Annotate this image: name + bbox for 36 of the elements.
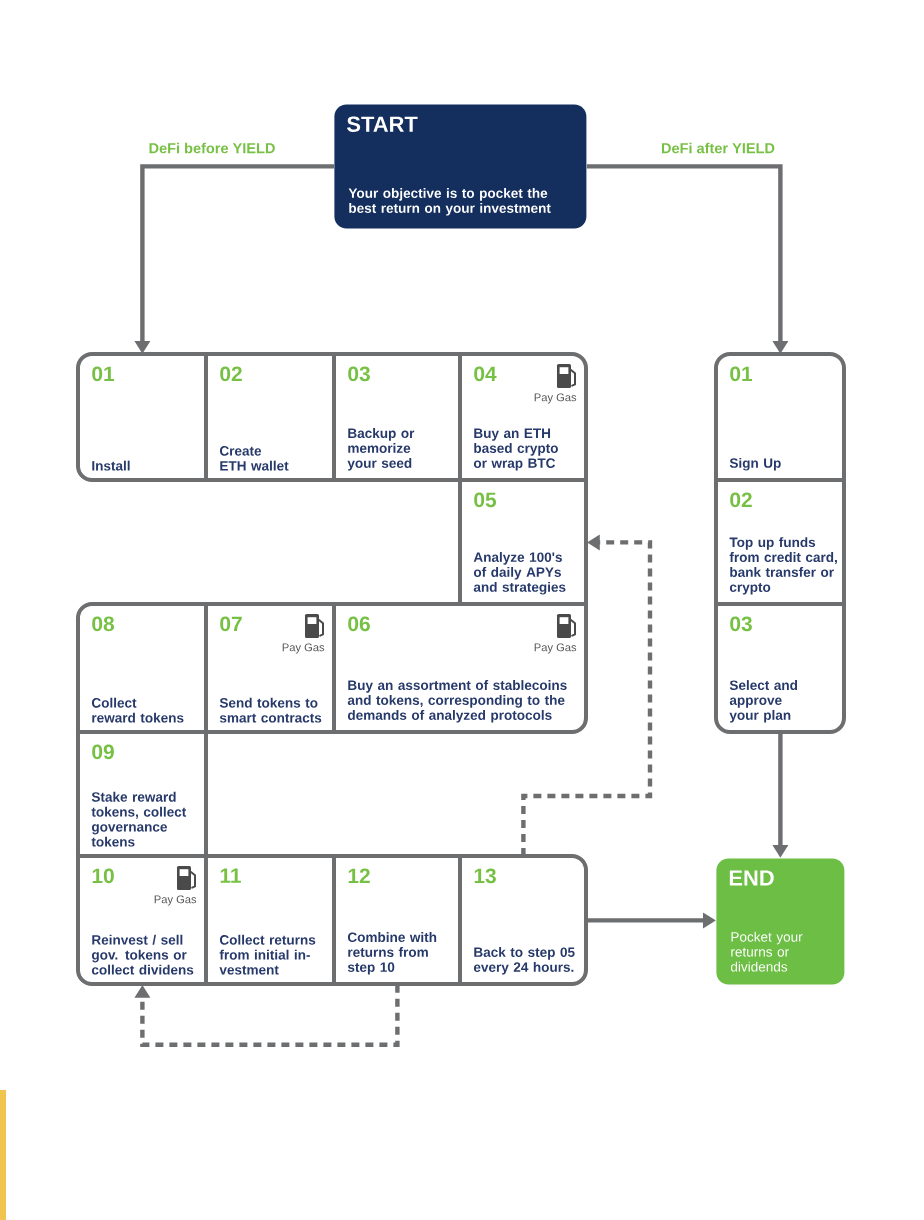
- step-number: 13: [474, 868, 496, 884]
- step-cell: [714, 602, 846, 734]
- step-cell: [714, 478, 846, 606]
- box-heading: END: [729, 870, 774, 886]
- step-number: 07: [220, 616, 242, 632]
- step-number: 03: [348, 366, 370, 382]
- step-cell: [332, 352, 462, 482]
- step-cell: [714, 352, 846, 482]
- step-cell: [76, 602, 208, 734]
- step-cell: [204, 854, 336, 986]
- step-cell: [458, 352, 588, 482]
- step-number: 01: [730, 366, 753, 382]
- step-number: 02: [730, 492, 752, 508]
- step-number: 09: [92, 744, 114, 760]
- step-cell: [76, 730, 208, 858]
- step-cell: [76, 854, 208, 986]
- step-cell: [458, 478, 588, 606]
- start-box: [334, 104, 587, 229]
- step-cell: [204, 352, 336, 482]
- step-cell: [332, 602, 588, 734]
- step-number: 06: [348, 616, 370, 632]
- step-number: 04: [474, 366, 497, 382]
- step-number: 08: [92, 616, 114, 632]
- step-cell: [332, 854, 462, 986]
- step-cell: [76, 352, 208, 482]
- step-number: 12: [348, 868, 370, 883]
- step-cell: [204, 602, 336, 734]
- box-heading: START: [347, 116, 418, 132]
- step-number: 10: [92, 868, 114, 884]
- step-number: 03: [730, 616, 752, 632]
- step-number: 05: [474, 492, 497, 508]
- step-number: 11: [220, 868, 241, 883]
- step-number: 02: [220, 366, 242, 382]
- step-number: 01: [92, 366, 115, 382]
- end-box: [716, 858, 845, 985]
- step-cell: [458, 854, 588, 986]
